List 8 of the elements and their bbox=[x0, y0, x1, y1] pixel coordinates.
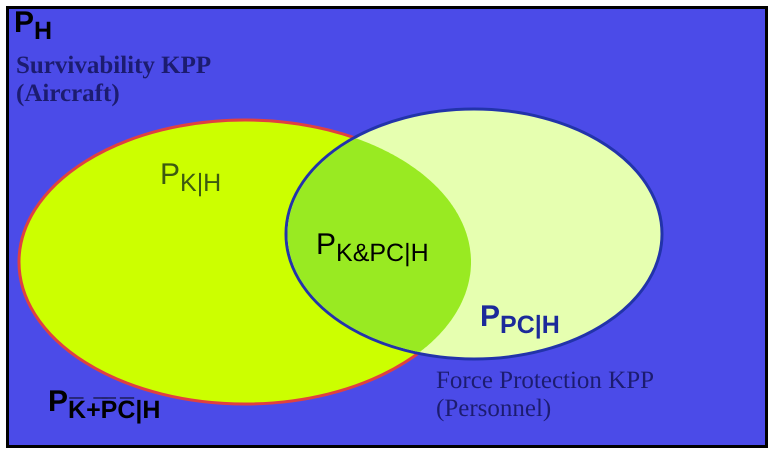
probability-label: P$_{H}$ bbox=[14, 6, 52, 46]
set-title: Force Protection KPP (Personnel) bbox=[436, 367, 654, 423]
probability-label: P$_{K|H}$ bbox=[160, 158, 222, 198]
probability-label: P$_{K̅+̅P̅C̅|H}$ bbox=[48, 385, 160, 425]
probability-label: P$_{K&PC|H}$ bbox=[316, 228, 429, 268]
set-title: Survivability KPP (Aircraft) bbox=[16, 52, 212, 108]
sample-space-panel bbox=[6, 6, 768, 448]
probability-label: P$_{PC|H}$ bbox=[480, 300, 560, 340]
